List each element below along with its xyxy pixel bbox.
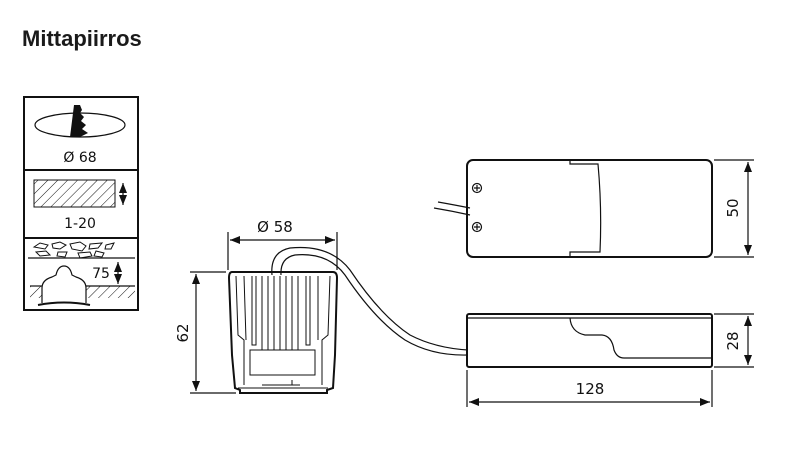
lamp-height-label: 62 xyxy=(174,323,192,342)
ceiling-thickness-icon xyxy=(33,179,127,208)
lamp-diameter-label: Ø 58 xyxy=(257,218,293,236)
page-title: Mittapiirros xyxy=(22,26,142,51)
screw-icon xyxy=(471,221,483,233)
installation-panel: Ø 68 1-20 75 xyxy=(23,96,139,311)
cable xyxy=(280,254,469,356)
driver-wires xyxy=(433,201,471,216)
cutout-label: Ø 68 xyxy=(63,150,96,166)
cutout-icon xyxy=(34,105,126,138)
screw-icon xyxy=(471,182,483,194)
panel-frame xyxy=(23,96,139,311)
cable xyxy=(271,246,469,351)
led-module xyxy=(190,232,339,394)
driver-side-view xyxy=(466,313,754,407)
driver-height-label: 28 xyxy=(724,331,742,350)
ceiling-thickness-label: 1-20 xyxy=(64,216,96,232)
recess-depth-icon xyxy=(28,241,135,306)
driver-top-view xyxy=(433,159,754,258)
driver-width-label: 50 xyxy=(724,198,742,217)
driver-length-label: 128 xyxy=(576,380,605,398)
recess-depth-label: 75 xyxy=(92,266,110,282)
